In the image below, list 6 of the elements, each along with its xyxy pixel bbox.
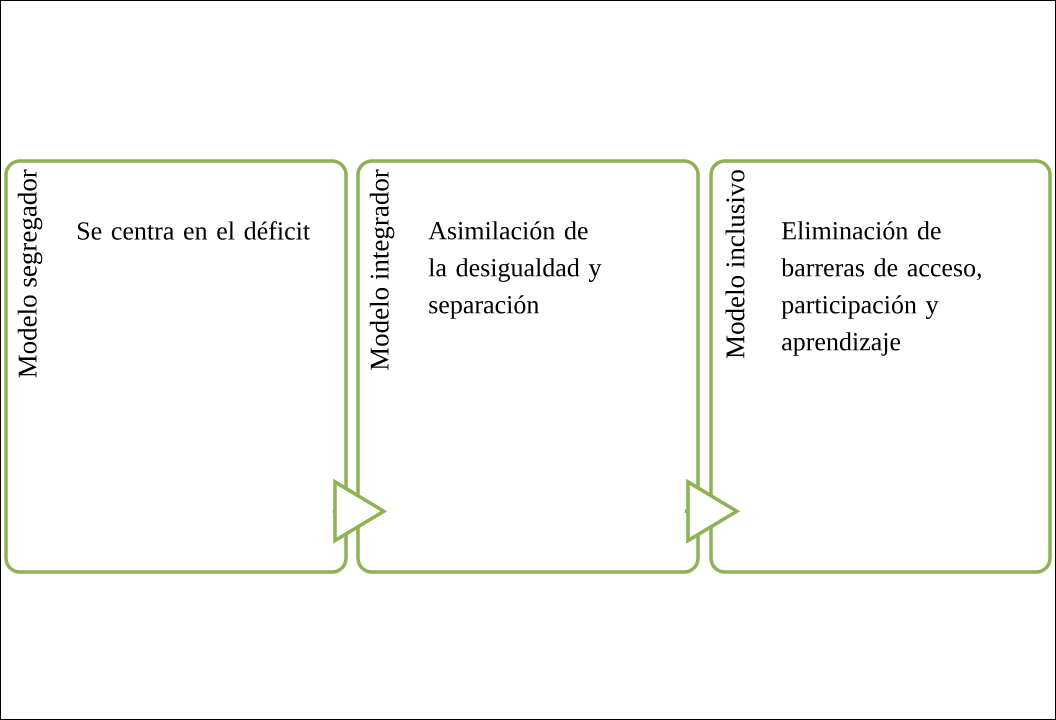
vertical-heading: Modelo integrador	[369, 169, 395, 371]
vertical-heading: Modelo inclusivo	[725, 170, 745, 359]
body-text: Asimilación de la desigualdad y separación	[428, 221, 602, 319]
vertical-heading: Modelo segregador	[17, 169, 43, 378]
body-text: Eliminación de barreras de acceso, participación y aprendizaje	[781, 221, 981, 356]
body-text: Se centra en el déficit	[77, 221, 310, 240]
